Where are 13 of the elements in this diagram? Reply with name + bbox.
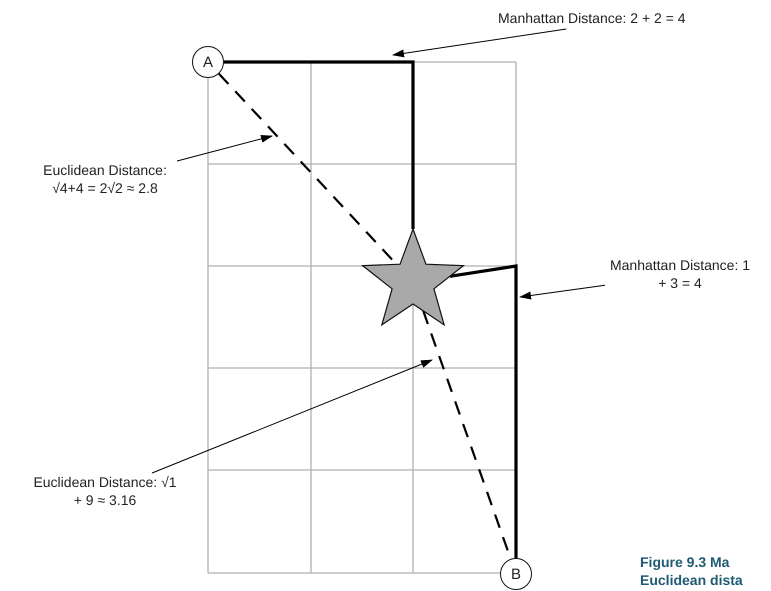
point-circle: B <box>500 558 532 590</box>
point-circle: A <box>192 46 224 78</box>
leader-arrow <box>392 28 567 58</box>
figure-caption: Figure 9.3 Ma Euclidean dista <box>640 553 744 589</box>
leader-arrow <box>519 284 606 300</box>
manhattan-path <box>450 264 518 558</box>
leader-arrow <box>176 134 273 162</box>
distance-label: Manhattan Distance: 2 + 2 = 4 <box>498 9 768 27</box>
leader-arrow <box>152 360 433 474</box>
distance-label: Euclidean Distance: √1 + 9 ≈ 3.16 <box>30 473 180 509</box>
distance-label: Manhattan Distance: 1 + 3 = 4 <box>605 256 755 292</box>
manhattan-path <box>224 60 415 229</box>
distance-label: Euclidean Distance: √4+4 = 2√2 ≈ 2.8 <box>30 161 180 197</box>
